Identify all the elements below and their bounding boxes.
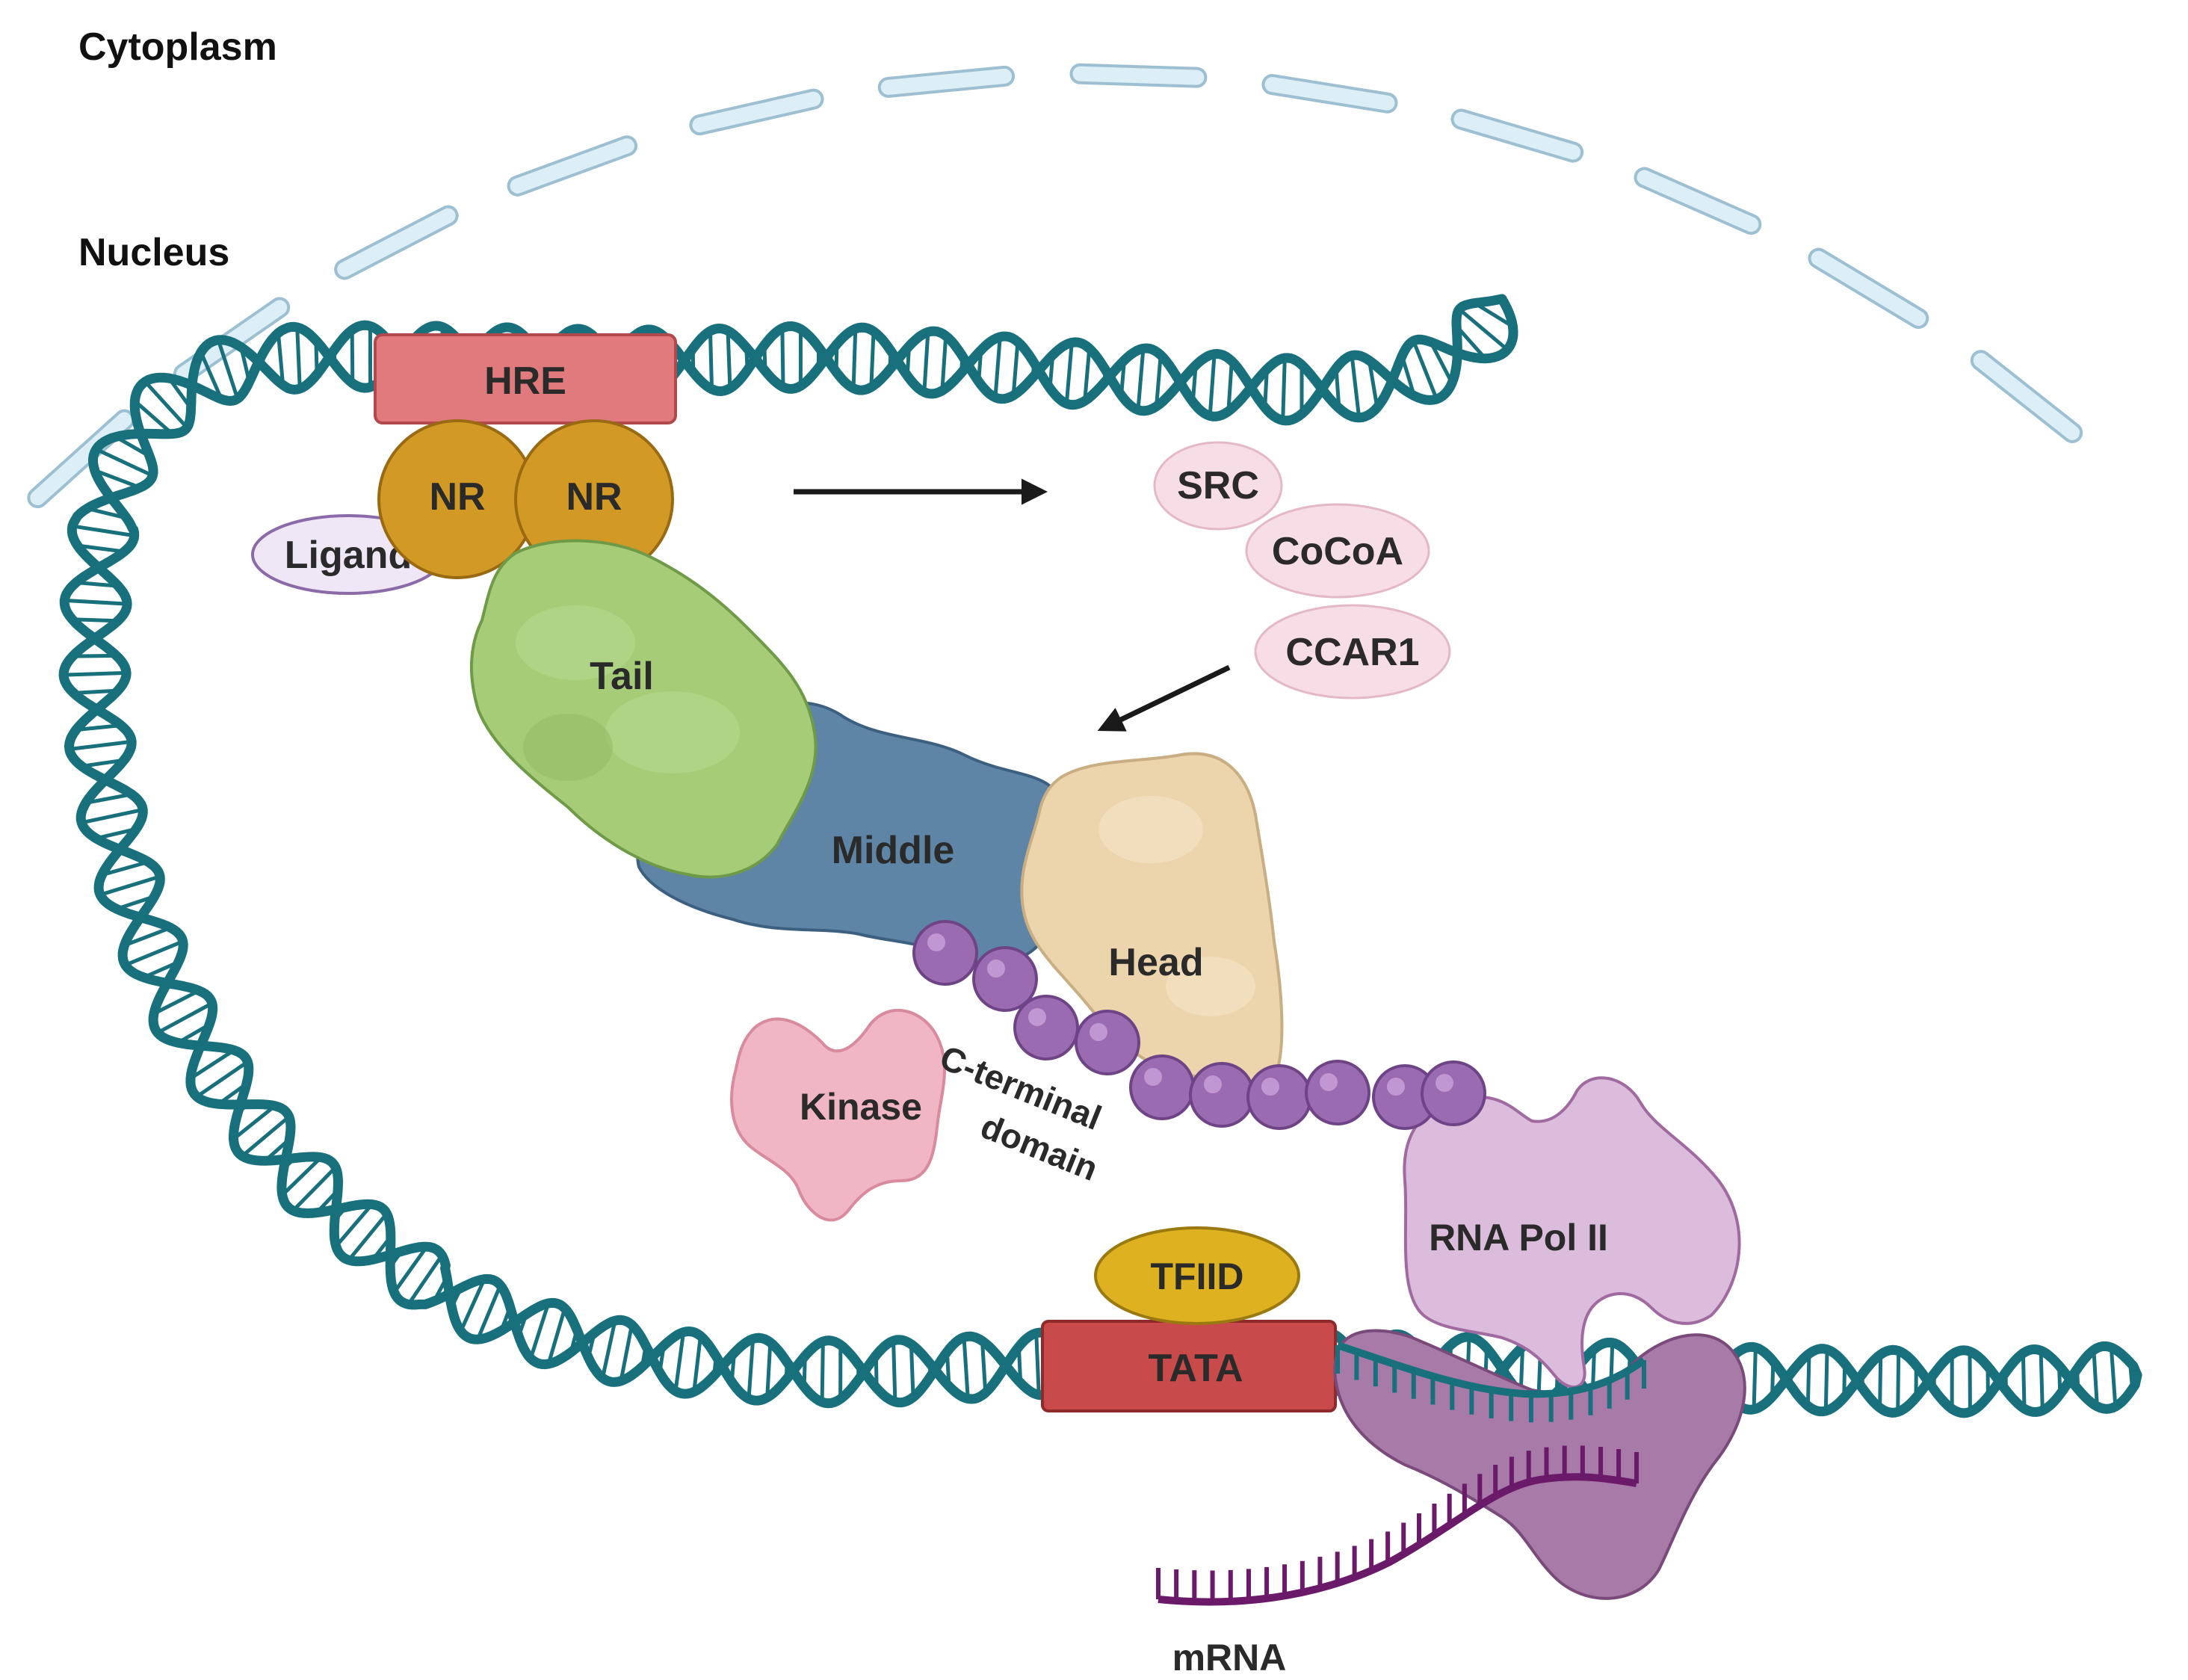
coactivator-ccar1: CCAR1 [1254,604,1451,700]
rna-pol-ii: RNA Pol II [1403,1076,1741,1389]
tail-label: Tail [590,655,654,698]
ctd-bead [1189,1062,1255,1128]
tata-label: TATA [1148,1347,1243,1390]
arrow-to-mediator [1097,664,1231,732]
nr-left-label: NR [429,475,485,519]
middle-label: Middle [832,829,955,872]
rna-pol-ii-lower [1333,1329,1746,1600]
mrna-label: mRNA [1172,1637,1287,1679]
nuclear-membrane [27,63,2083,509]
hre-element: HRE [374,333,677,424]
tfiid-label: TFIID [1151,1256,1244,1297]
mrna-strand [1156,1445,1639,1606]
coactivator-cocoa: CoCoA [1245,503,1430,599]
transcription-bubble [1335,1341,1646,1423]
cytoplasm-label: Cytoplasm [78,25,277,69]
kinase-label: Kinase [800,1086,922,1128]
tata-box: TATA [1041,1320,1337,1412]
tfiid: TFIID [1094,1226,1300,1325]
kinase: Kinase [730,1009,947,1222]
ctd-bead [1305,1060,1370,1125]
hre-label: HRE [484,359,566,403]
ctd-bead [912,920,978,986]
nucleus-label: Nucleus [78,231,229,274]
src-label: SRC [1177,464,1259,507]
ctd-bead [1075,1010,1140,1075]
ctd-bead [1421,1060,1486,1126]
ctd-bead [1013,995,1079,1060]
rna-pol-label: RNA Pol II [1429,1217,1608,1259]
mediator-head: Head [1020,752,1284,1083]
ctd-bead [1246,1064,1312,1130]
ccar1-label: CCAR1 [1285,631,1419,674]
nuclear-receptor-dimer: NR NR [377,419,674,579]
c-terminal-domain [912,920,1486,1130]
ctd-bead [1129,1054,1195,1120]
cocoa-label: CoCoA [1272,530,1403,573]
head-label: Head [1108,941,1203,984]
nr-right-label: NR [566,475,622,519]
mediator-tail: Tail [469,539,818,879]
coactivator-src: SRC [1153,441,1283,531]
